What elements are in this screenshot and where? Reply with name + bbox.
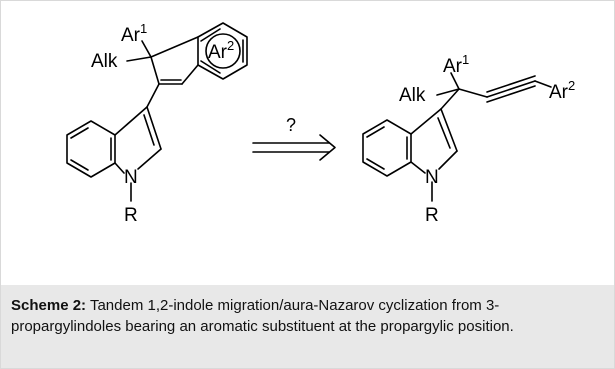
reactant-alk-bond	[126, 56, 152, 62]
reactant-indole-pyrrole-ring	[114, 106, 162, 174]
product-alkyne-single-bond	[458, 88, 488, 98]
caption-label: Scheme 2:	[11, 297, 87, 314]
product-alk-label: Alk	[399, 85, 426, 106]
reactant-alk-label: Alk	[91, 51, 118, 72]
product-alk-bond	[436, 88, 460, 96]
reactant-indole-benzene-ring	[66, 120, 116, 178]
reactant-n-label: N	[124, 167, 138, 188]
product-indole-pyrrole-ring	[410, 108, 458, 174]
reactant-indole-link-bond	[146, 83, 160, 108]
product-indole-benzene-ring	[362, 119, 412, 177]
caption-panel: Scheme 2: Tandem 1,2-indole migration/au…	[1, 285, 614, 368]
reactant-ar2-label: Ar2	[208, 38, 234, 63]
reactant-r-label: R	[124, 205, 138, 226]
product-r-label: R	[425, 205, 439, 226]
scheme-graphic: Ar1 Ar2 Alk N R ? Ar1 Alk Ar2 N R	[1, 1, 614, 281]
product-n-label: N	[425, 167, 439, 188]
product-indole-link-bond	[440, 88, 460, 110]
reactant-ar2-circle	[205, 33, 241, 69]
reaction-arrow	[252, 134, 336, 161]
product-ar1-label: Ar1	[443, 52, 469, 77]
scheme-caption: Scheme 2: Tandem 1,2-indole migration/au…	[11, 295, 601, 337]
reactant-ar1-label: Ar1	[121, 21, 147, 46]
product-ar1-bond	[450, 72, 460, 90]
product-triple-bond	[486, 75, 536, 103]
caption-text: Tandem 1,2-indole migration/aura-Nazarov…	[11, 297, 514, 335]
product-ar2-label: Ar2	[549, 78, 575, 103]
reaction-scheme: Ar1 Ar2 Alk N R ? Ar1 Alk Ar2 N R	[66, 21, 575, 226]
product-ar2-bond	[534, 80, 552, 88]
reactant-indene-five-ring	[150, 36, 199, 85]
reactant-ar1-bond	[141, 40, 152, 58]
arrow-label: ?	[286, 115, 296, 135]
